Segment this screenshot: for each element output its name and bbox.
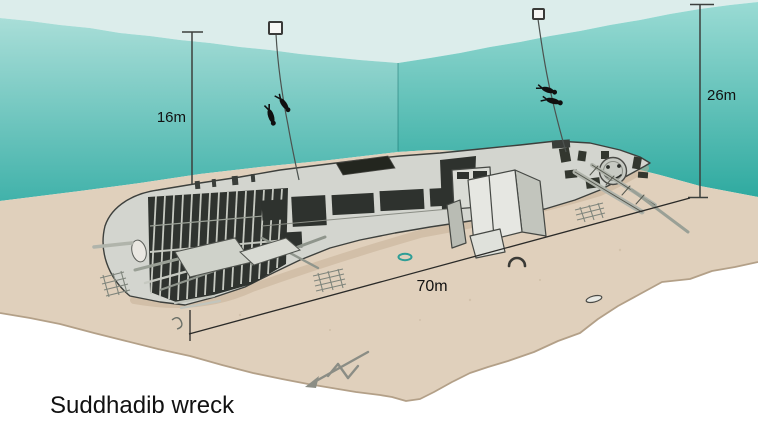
teal-ring-debris (397, 252, 413, 262)
smiley-eye-right (617, 164, 621, 168)
shot-line-2 (532, 8, 567, 153)
plank-pile (133, 237, 253, 291)
rope-curl (171, 317, 183, 330)
diver-pair-2-icon (535, 84, 563, 106)
bow-details (558, 147, 649, 189)
deck-hatch (335, 155, 396, 176)
mooring-buoy-1-icon (268, 21, 283, 35)
north-arrow-icon (305, 350, 370, 388)
depth-label-16m: 16m (157, 109, 186, 126)
length-label-70m: 70m (416, 278, 447, 295)
bow-spars (572, 163, 690, 234)
above-water-band (0, 0, 758, 63)
pipes (173, 294, 222, 310)
collapsed-superstructure (446, 166, 547, 259)
farside-structures (194, 139, 571, 190)
grating-mid (312, 268, 347, 293)
capsule-debris (585, 294, 603, 304)
depth-line-16m (182, 31, 203, 200)
horseshoe-debris (507, 256, 527, 268)
collapsed-derrick (239, 235, 327, 270)
debris-field (92, 202, 606, 330)
wreck-shadow (130, 164, 649, 308)
depth-label-26m: 26m (707, 87, 736, 104)
water-left-wall (0, 18, 398, 201)
length-line-70m (188, 197, 691, 341)
grating-left (99, 270, 131, 298)
stern-hull-opening (131, 239, 147, 263)
mooring-buoy-2-icon (532, 8, 545, 20)
depth-line-26m (688, 3, 714, 199)
diver-pair-1-icon (263, 93, 291, 126)
sand-torn-edge (0, 261, 758, 402)
shot-line-1 (263, 21, 300, 181)
smiley-eye-left (606, 165, 610, 169)
grating-bow (574, 202, 606, 223)
diagram-title: Suddhadib wreck (50, 392, 235, 419)
